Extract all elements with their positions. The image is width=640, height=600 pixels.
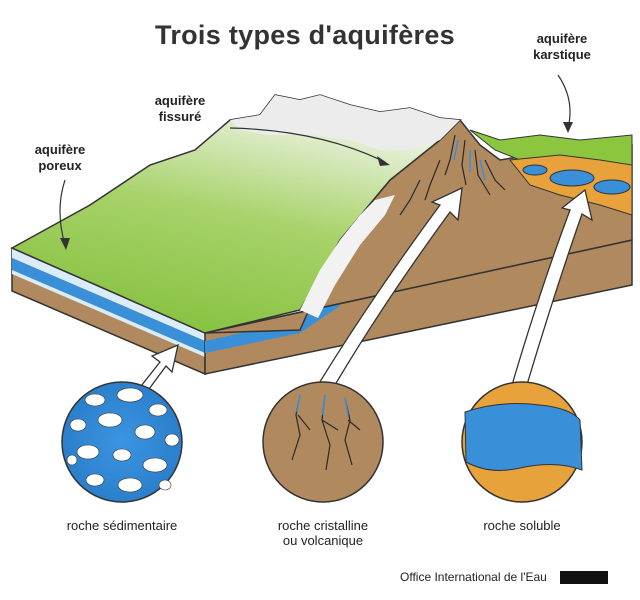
- karstique-pointer-head: [563, 122, 573, 133]
- terrain-surface: [10, 94, 633, 334]
- credit-text: Office International de l'Eau: [400, 570, 547, 584]
- arrow-soluble: [511, 188, 593, 389]
- sample-cristalline: [262, 381, 384, 503]
- caption-roche-cristalline: roche cristalline ou volcanique: [248, 518, 398, 548]
- caption-roche-sedimentaire: roche sédimentaire: [66, 518, 178, 533]
- sample-arrows: [128, 186, 593, 405]
- sample-soluble: [461, 381, 583, 503]
- caption-roche-soluble: roche soluble: [483, 518, 561, 533]
- fissure-water: [453, 139, 486, 181]
- arrow-cristalline: [317, 186, 463, 391]
- label-aquifere-karstique: aquifère karstique: [533, 31, 591, 62]
- label-aquifere-fissure: aquifère fissuré: [154, 93, 206, 124]
- fissures: [399, 134, 506, 216]
- caption-cristalline-line2: ou volcanique: [282, 533, 364, 548]
- redaction-bar: [560, 571, 608, 584]
- fissure-pointer-head: [377, 156, 390, 166]
- poreux-pointer-head: [60, 238, 70, 250]
- label-aquifere-poreux: aquifère poreux: [34, 142, 86, 173]
- sample-sedimentaire: [61, 381, 183, 503]
- callout-arrows: [59, 74, 573, 250]
- karstique-pointer: [557, 74, 571, 129]
- fissure-pointer: [229, 127, 386, 163]
- diagram-title: Trois types d'aquifères: [155, 20, 455, 50]
- caption-cristalline-line1: roche cristalline: [277, 518, 369, 533]
